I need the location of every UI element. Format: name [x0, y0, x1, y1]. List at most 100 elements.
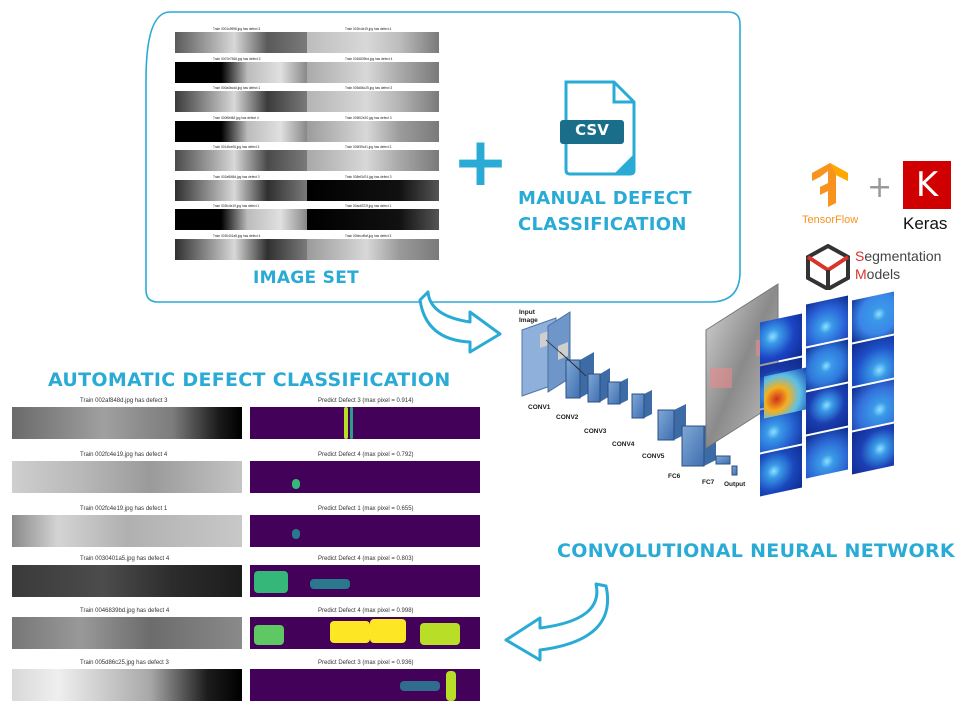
- thumbnail-title: Train 0001c9998.jpg has defect 3: [213, 27, 261, 31]
- cnn-layer-fc6: FC6: [668, 473, 681, 480]
- train-caption: Train 002fc4e19.jpg has defect 1: [80, 506, 168, 512]
- segmentation-label: Segmentation: [855, 248, 941, 264]
- prediction-blob: [292, 529, 300, 539]
- models-rest: odels: [866, 266, 901, 282]
- prediction-blob: [370, 619, 406, 643]
- prediction-mask: [250, 617, 480, 649]
- logos-plus: +: [867, 170, 893, 205]
- cnn-input-line2: Image: [519, 317, 538, 324]
- image-set-label: IMAGE SET: [253, 268, 360, 288]
- thumbnail-title: Train 006f39c41.jpg has defect 3: [345, 145, 392, 149]
- train-caption: Train 0030401a5.jpg has defect 4: [80, 556, 170, 562]
- predict-caption: Predict Defect 1 (max pixel = 0.655): [318, 506, 414, 512]
- thumbnail-title: Train 002fc4e19.jpg has defect 4: [345, 27, 392, 31]
- thumbnail-title: Train 00ac8372f.jpg has defect 1: [345, 204, 392, 208]
- csv-label: CSV: [575, 121, 609, 139]
- thumbnail-title: Train 008ef3d74.jpg has defect 3: [345, 174, 392, 179]
- train-caption: Train 005d86c25.jpg has defect 3: [80, 660, 169, 666]
- prediction-mask: [250, 407, 480, 439]
- arrow-to-adc: [504, 582, 609, 662]
- feature-map-activation: [764, 367, 806, 419]
- thumbnail-image: [175, 179, 307, 201]
- thumbnail-image: [307, 238, 439, 260]
- manual-defect-line1: MANUAL DEFECT: [518, 188, 692, 209]
- cnn-layer-conv5: CONV5: [642, 453, 665, 460]
- thumbnail-title: Train 000f6bf48.jpg has defect 4: [213, 115, 259, 120]
- prediction-blob: [420, 623, 460, 645]
- models-initial: M: [855, 266, 867, 282]
- train-image: [12, 407, 242, 439]
- thumbnail-image: [175, 209, 307, 230]
- train-image: [12, 669, 242, 701]
- cnn-layer-fc7: FC7: [702, 479, 715, 486]
- train-caption: Train 0046839bd.jpg has defect 4: [80, 608, 170, 614]
- predict-caption: Predict Defect 4 (max pixel = 0.803): [318, 556, 414, 562]
- train-image: [12, 565, 242, 597]
- segmentation-initial: S: [855, 248, 865, 264]
- thumbnail-title: Train 002af848d.jpg has defect 3: [213, 174, 260, 179]
- cnn-layer-conv1: CONV1: [528, 404, 551, 411]
- prediction-blob: [330, 621, 370, 643]
- keras-icon: K: [903, 161, 951, 209]
- thumbnail-image: [307, 179, 439, 201]
- predict-caption: Predict Defect 3 (max pixel = 0.936): [318, 660, 414, 666]
- feature-map: [760, 313, 802, 365]
- train-caption: Train 002fc4e19.jpg has defect 4: [80, 452, 168, 458]
- feature-map: [806, 427, 848, 479]
- keras-label: Keras: [903, 214, 948, 233]
- predict-caption: Predict Defect 4 (max pixel = 0.792): [318, 452, 414, 458]
- prediction-blob: [400, 681, 440, 691]
- prediction-mask: [250, 669, 480, 701]
- thumbnail-title: Train 005f02e20.jpg has defect 3: [345, 115, 392, 120]
- predict-caption: Predict Defect 3 (max pixel = 0.914): [318, 398, 414, 404]
- cnn-layer-conv2: CONV2: [556, 414, 579, 421]
- thumbnail-image: [175, 150, 307, 171]
- thumbnail-image: [307, 32, 439, 53]
- thumbnail-title: Train 00bbcd9af.jpg has defect 3: [345, 233, 392, 238]
- cnn-heading: CONVOLUTIONAL NEURAL NETWORK: [557, 540, 955, 562]
- thumbnail-title: Train 005d86c25.jpg has defect 3: [345, 86, 393, 90]
- thumbnail-title: Train 0014fce06.jpg has defect 3: [213, 145, 260, 149]
- train-caption: Train 002af848d.jpg has defect 3: [80, 398, 168, 404]
- thumbnail-image: [175, 61, 307, 83]
- prediction-blob: [344, 407, 348, 439]
- thumbnail-title: Train 000a4bcdd.jpg has defect 1: [213, 86, 261, 90]
- prediction-mask: [250, 565, 480, 597]
- segmentation-models-icon: [806, 244, 850, 290]
- feature-map: [852, 379, 894, 431]
- segmentation-rest: egmentation: [864, 248, 942, 264]
- cnn-layer-conv3: CONV3: [584, 428, 607, 435]
- train-image: [12, 617, 242, 649]
- thumbnail-image: [307, 91, 439, 112]
- manual-defect-line2: CLASSIFICATION: [518, 214, 687, 235]
- thumbnail-image: [175, 238, 307, 260]
- feature-map: [806, 339, 848, 391]
- prediction-blob: [292, 479, 300, 489]
- cnn-input-line1: Input: [519, 309, 535, 316]
- thumbnail-title: Train 002fc4e19.jpg has defect 1: [213, 204, 260, 208]
- prediction-blob: [254, 571, 288, 593]
- thumbnail-image: [175, 120, 307, 142]
- feature-map: [760, 445, 802, 497]
- thumbnail-title: Train 0030401a5.jpg has defect 4: [213, 233, 261, 238]
- feature-map: [852, 291, 894, 343]
- thumbnail-image: [307, 150, 439, 171]
- tensorflow-label: TensorFlow: [802, 214, 859, 226]
- thumbnail-image: [175, 91, 307, 112]
- cnn-layer-conv4: CONV4: [612, 441, 635, 448]
- feature-map: [852, 335, 894, 387]
- thumbnail-image: [175, 32, 307, 53]
- thumbnail-image: [307, 61, 439, 83]
- prediction-blob: [350, 407, 353, 439]
- prediction-blob: [446, 671, 456, 701]
- feature-map: [852, 423, 894, 475]
- adc-heading: AUTOMATIC DEFECT CLASSIFICATION: [48, 369, 451, 391]
- train-image: [12, 515, 242, 547]
- thumbnail-image: [307, 209, 439, 230]
- thumbnail-title: Train 0046839bd.jpg has defect 4: [345, 56, 393, 61]
- predict-caption: Predict Defect 4 (max pixel = 0.998): [318, 608, 414, 614]
- train-image: [12, 461, 242, 493]
- prediction-blob: [310, 579, 350, 589]
